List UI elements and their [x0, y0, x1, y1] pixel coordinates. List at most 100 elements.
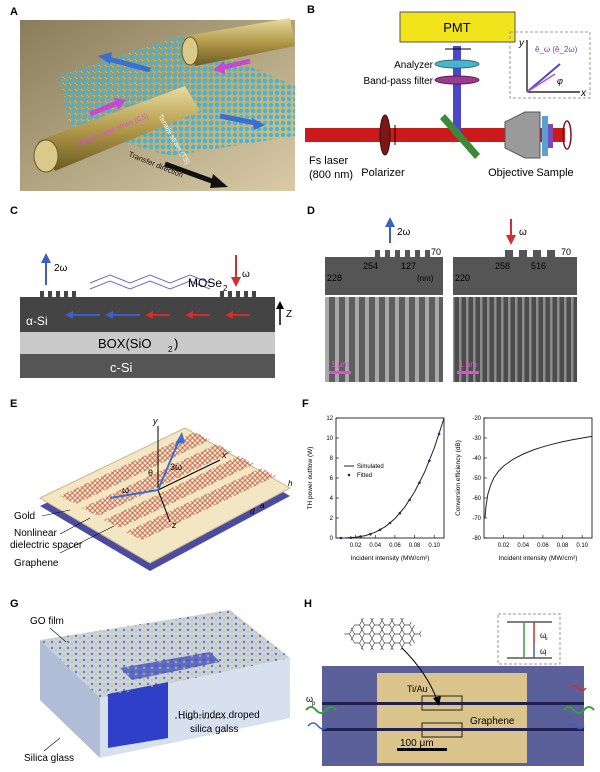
inset-x-label: x	[580, 88, 587, 99]
th-power-legend-dot	[347, 473, 351, 477]
conv-eff-xlabel: Incident intensity (MW/cm²)	[499, 555, 578, 562]
left-width-2: 127	[401, 261, 416, 271]
conv-eff-ytick-label: -50	[472, 476, 481, 482]
box-subscript: 2	[168, 345, 173, 354]
panel-a-illustration: Compressive strain (CS) Tensile strain (…	[20, 18, 295, 191]
h-wp-label: ω	[306, 694, 313, 704]
device-micrograph: Ti/Au Graphene 100 μm ω p ω s ω i	[305, 613, 595, 766]
conv-eff-ytick-label: -20	[472, 416, 481, 422]
sem-image-left	[325, 297, 443, 382]
analyzer-label: Analyzer	[394, 60, 434, 71]
box-paren: )	[174, 336, 178, 351]
csi-label: c-Si	[110, 360, 133, 375]
th-power-ytick-label: 4	[330, 496, 334, 502]
theta-label: θ	[148, 468, 153, 478]
h-ws-sub: s	[545, 636, 548, 642]
conv-eff-xtick-label: 0.04	[517, 543, 529, 549]
metasurface-illustration: ω 3ω θ x y z a d h Gold Nonlinear dielec…	[10, 416, 293, 571]
omega-label: ω	[122, 485, 129, 495]
mose2-flake	[89, 274, 211, 290]
th-power-ytick-label: 8	[330, 456, 334, 462]
th-power-xlabel: Incident intensity (MW/cm²)	[351, 555, 430, 562]
conv-eff-ylabel: Conversion efficiency (dB)	[455, 440, 462, 516]
panel-label-c: C	[10, 205, 18, 217]
panel-c: C 2ω ω MOSe 2 α-Si BOX(SiO 2 ) c-	[10, 205, 295, 385]
dichroic-mirror	[440, 114, 480, 159]
scale-left: 1 μm	[331, 360, 349, 369]
optical-setup: PMT Analyzer Band-pass filter Fs laser (…	[305, 11, 591, 181]
th-power-legend-label: Fitted	[357, 473, 372, 479]
go-waveguide: GO film High-index droped silica galss S…	[24, 610, 290, 764]
panel-label-d: D	[307, 205, 315, 217]
conv-eff-ytick-label: -70	[472, 516, 481, 522]
th-power-data-point	[359, 535, 362, 538]
inset-phi-label: φ	[557, 76, 563, 86]
e-x-label: x	[221, 450, 227, 460]
sample-label: Sample	[536, 167, 573, 179]
signal-beam	[453, 46, 461, 136]
silica-label: Silica glass	[24, 753, 74, 764]
th-power-legend-label: Simulated	[357, 464, 384, 470]
e-y-label: y	[152, 416, 158, 426]
th-power-xtick-label: 0.08	[409, 543, 421, 549]
panel-h: H Ti/Au Graphene 100 μm ω p	[302, 598, 600, 768]
pmt-label: PMT	[443, 20, 471, 35]
back-rod	[181, 18, 295, 66]
scale-right: 1 μm	[459, 360, 477, 369]
inset-e-label: ê_ω (ê_2ω)	[535, 45, 578, 54]
th-power-data-point	[398, 511, 402, 515]
laser-beam	[305, 128, 565, 142]
h-wp-sub: p	[312, 701, 316, 707]
left-unit: (nm)	[417, 274, 434, 283]
conv-eff-ytick-label: -80	[472, 536, 481, 542]
d-freq-2w: 2ω	[397, 227, 411, 238]
panel-label-e: E	[10, 398, 18, 410]
box-label: BOX(SiO	[98, 336, 151, 351]
mose2-subscript: 2	[223, 284, 228, 293]
e-d-label: d	[250, 507, 255, 516]
mose2-label: MOSe	[188, 276, 222, 290]
conv-eff-ytick-label: -30	[472, 436, 481, 442]
right-width-2: 516	[531, 261, 546, 271]
th-power-ytick-label: 0	[330, 536, 334, 542]
th-power-data-point	[408, 498, 411, 502]
core-label-2: silica galss	[190, 724, 238, 735]
polarization-inset: y x ê_ω (ê_2ω) φ	[509, 31, 591, 99]
th-power-ytick-label: 12	[326, 416, 333, 422]
h-graphene-label: Graphene	[470, 716, 515, 727]
h-wi-label: ω	[540, 647, 546, 656]
right-width-1: 258	[495, 261, 510, 271]
th-power-data-point	[427, 459, 431, 463]
graphene-ribbons	[60, 432, 276, 540]
h-wi-sub: i	[545, 652, 546, 658]
th-power-data-point	[369, 532, 372, 536]
th-power-plot-frame	[335, 417, 445, 539]
conv-eff-ytick-label: -60	[472, 496, 481, 502]
polarizer-label: Polarizer	[361, 167, 405, 179]
right-height: 220	[455, 273, 470, 283]
asi-label: α-Si	[26, 314, 48, 328]
th-power-data-point	[418, 481, 421, 484]
laser-label-1: Fs laser	[309, 155, 348, 167]
gold-label: Gold	[14, 511, 35, 522]
energy-diagram: ω s ω i	[497, 613, 561, 665]
panel-label-h: H	[304, 598, 312, 610]
th-power-data-point	[388, 521, 392, 525]
th-power-xtick-label: 0.10	[428, 543, 440, 549]
h-ws-label: ω	[540, 631, 546, 640]
inset-y-label: y	[518, 38, 525, 49]
left-thick: 70	[431, 247, 441, 257]
conv-eff-xtick-label: 0.08	[557, 543, 569, 549]
bandpass-label: Band-pass filter	[364, 76, 434, 87]
th-power-ytick-label: 10	[326, 436, 333, 442]
th-power-data-point	[437, 432, 441, 436]
tiau-label: Ti/Au	[407, 684, 428, 694]
conv-eff-xtick-label: 0.10	[576, 543, 588, 549]
grating-sem: 2ω ω 228 254 127 70 (nm) 220 258 516 70 …	[325, 217, 577, 382]
th-power-ytick-label: 2	[330, 516, 334, 522]
th-power-xtick-label: 0.02	[350, 543, 362, 549]
th-power-data-point	[339, 536, 343, 540]
graphene-lattice	[344, 618, 424, 650]
panel-d: D 2ω ω 228 254 127 70 (nm) 220 258 516 7…	[305, 205, 595, 385]
